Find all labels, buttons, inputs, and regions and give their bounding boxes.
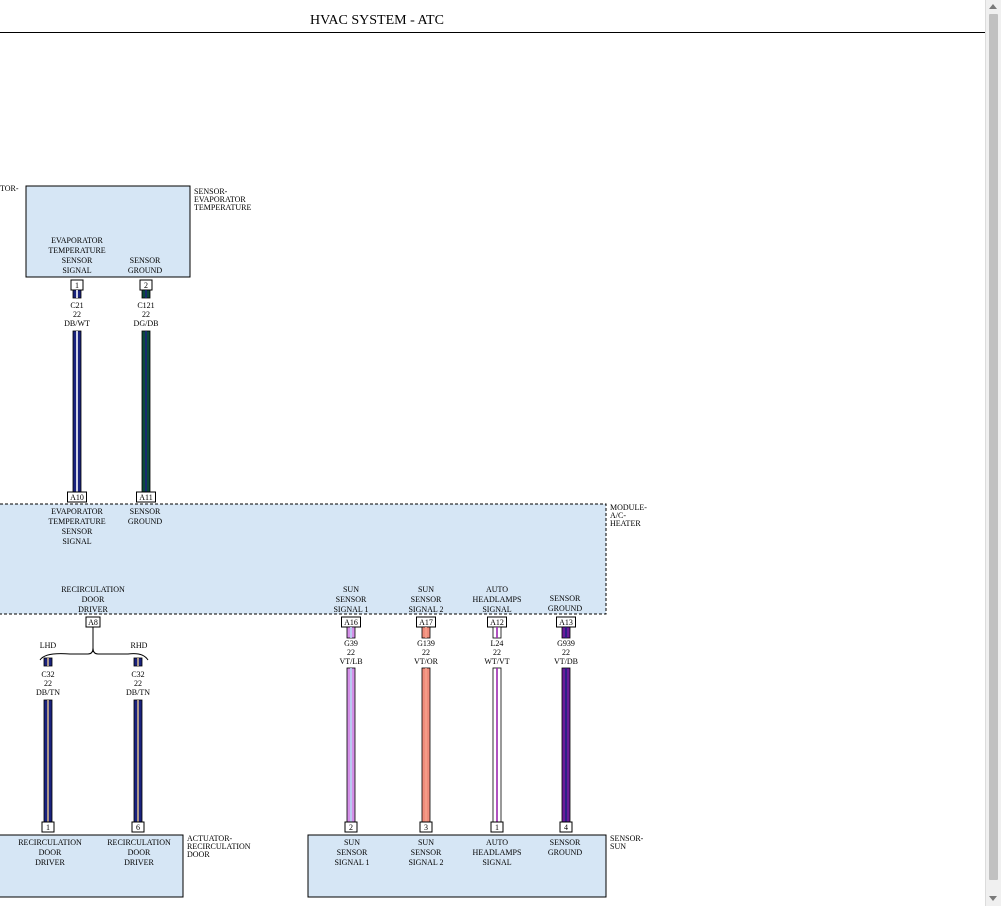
evap-pin-1: 1 [75,281,79,290]
sun-sensor-name: SENSOR-SUN [610,834,644,851]
sun-pin-1: 1 [495,823,499,832]
actuator-pin-6: 6 [136,823,140,832]
branch-lhd: LHD [40,641,57,650]
evap-pin-2: 2 [144,281,148,290]
module-pin-a12: A12 [490,618,504,627]
actuator-pin-6-box [131,821,145,833]
title-divider [0,32,985,33]
module-pin-a11: A11 [139,493,152,502]
actuator-pin-1: 1 [46,823,50,832]
module-box [0,503,607,615]
sun-pin-3: 3 [424,823,428,832]
sun-pin-1-box [490,821,504,833]
scroll-thumb[interactable] [989,14,998,880]
evap-sensor-box [25,185,191,278]
module-pin-a8: A8 [88,618,98,627]
scroll-up-arrow-icon[interactable] [989,4,997,9]
sun-pin-4: 4 [564,823,568,832]
sun-sensor-box [307,834,607,898]
module-name: MODULE-A/C-HEATER [610,503,647,528]
module-pin-a10: A10 [70,493,84,502]
sun-pin-3-box [419,821,433,833]
sun-pin-2-box [344,821,358,833]
actuator-pin-1-box [41,821,55,833]
sun-pin-2: 2 [349,823,353,832]
module-pin-a11-box [136,491,156,503]
module-pin-a16: A16 [344,618,358,627]
sun-pin-4-box [559,821,573,833]
module-pin-a17: A17 [419,618,433,627]
scroll-down-arrow-icon[interactable] [989,896,997,901]
actuator-box [0,834,184,898]
module-pin-a10-box [67,491,87,503]
page-title: HVAC SYSTEM - ATC [310,13,444,28]
vertical-scrollbar[interactable] [985,0,1001,906]
branch-rhd: RHD [131,641,148,650]
splice-brace [39,647,149,661]
module-pin-a13: A13 [559,618,573,627]
offpage-component-label: TOR- [0,184,19,193]
